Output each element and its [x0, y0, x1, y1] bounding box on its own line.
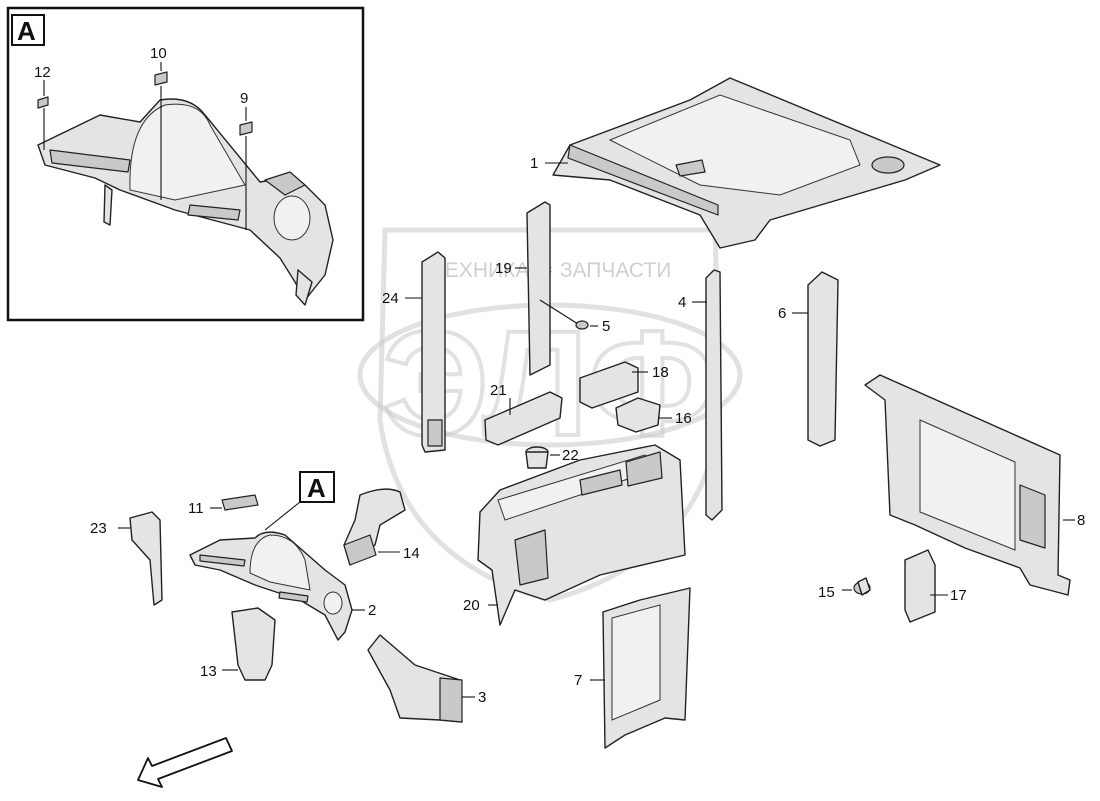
label-5: 5 — [602, 318, 610, 335]
label-24: 24 — [382, 290, 399, 307]
label-14: 14 — [403, 545, 420, 562]
callout-a: A — [299, 471, 335, 503]
label-19: 19 — [495, 260, 512, 277]
label-1: 1 — [530, 155, 538, 172]
label-8: 8 — [1077, 512, 1085, 529]
label-21: 21 — [490, 382, 507, 399]
label-6: 6 — [778, 305, 786, 322]
part-19-pillar-trim — [526, 201, 551, 376]
part-22-plug — [525, 446, 549, 469]
label-17: 17 — [950, 587, 967, 604]
inset-clip-12 — [37, 96, 49, 109]
inset-tag: A — [17, 16, 36, 46]
part-7-side-panel — [602, 587, 691, 749]
part-16-cup-holder — [615, 397, 661, 433]
part-2-dash-panel — [189, 531, 353, 641]
label-7: 7 — [574, 672, 582, 689]
part-6-pillar-trim — [807, 271, 839, 447]
part-13-duct — [231, 607, 276, 681]
inset-view-a: A 12 10 9 — [6, 6, 365, 322]
part-4-pillar-strip — [705, 269, 723, 521]
label-23: 23 — [90, 520, 107, 537]
label-12: 12 — [34, 64, 51, 81]
part-11-grille — [221, 494, 259, 511]
part-5-screw — [539, 299, 598, 330]
part-24-pillar-trim — [421, 251, 446, 453]
part-14-air-duct — [343, 488, 406, 566]
part-1-roof-liner — [552, 77, 941, 249]
label-3: 3 — [478, 689, 486, 706]
part-21-bracket — [484, 391, 563, 446]
label-13: 13 — [200, 663, 217, 680]
callout-tag: A — [307, 473, 326, 503]
inset-dash-panel — [37, 98, 334, 306]
inset-clip-9 — [239, 121, 253, 136]
part-3-trim — [367, 634, 463, 723]
part-24-clip — [427, 419, 443, 447]
label-15: 15 — [818, 584, 835, 601]
part-18-bracket — [579, 361, 639, 409]
part-15-fastener — [853, 577, 871, 596]
label-4: 4 — [678, 294, 686, 311]
label-9: 9 — [240, 90, 248, 107]
part-17-cover — [904, 549, 936, 623]
part-8-rear-panel — [864, 374, 1071, 596]
label-22: 22 — [562, 447, 579, 464]
part-20-console — [477, 444, 686, 626]
arrow-icon — [137, 737, 233, 788]
label-18: 18 — [652, 364, 669, 381]
watermark-line: ТЕХНИКА ⚙ ЗАПЧАСТИ — [432, 259, 671, 282]
part-23-trim — [129, 511, 163, 606]
label-11: 11 — [188, 500, 204, 517]
inset-clip-10 — [154, 71, 168, 86]
label-2: 2 — [368, 602, 376, 619]
label-20: 20 — [463, 597, 480, 614]
label-16: 16 — [675, 410, 692, 427]
label-10: 10 — [150, 45, 167, 62]
